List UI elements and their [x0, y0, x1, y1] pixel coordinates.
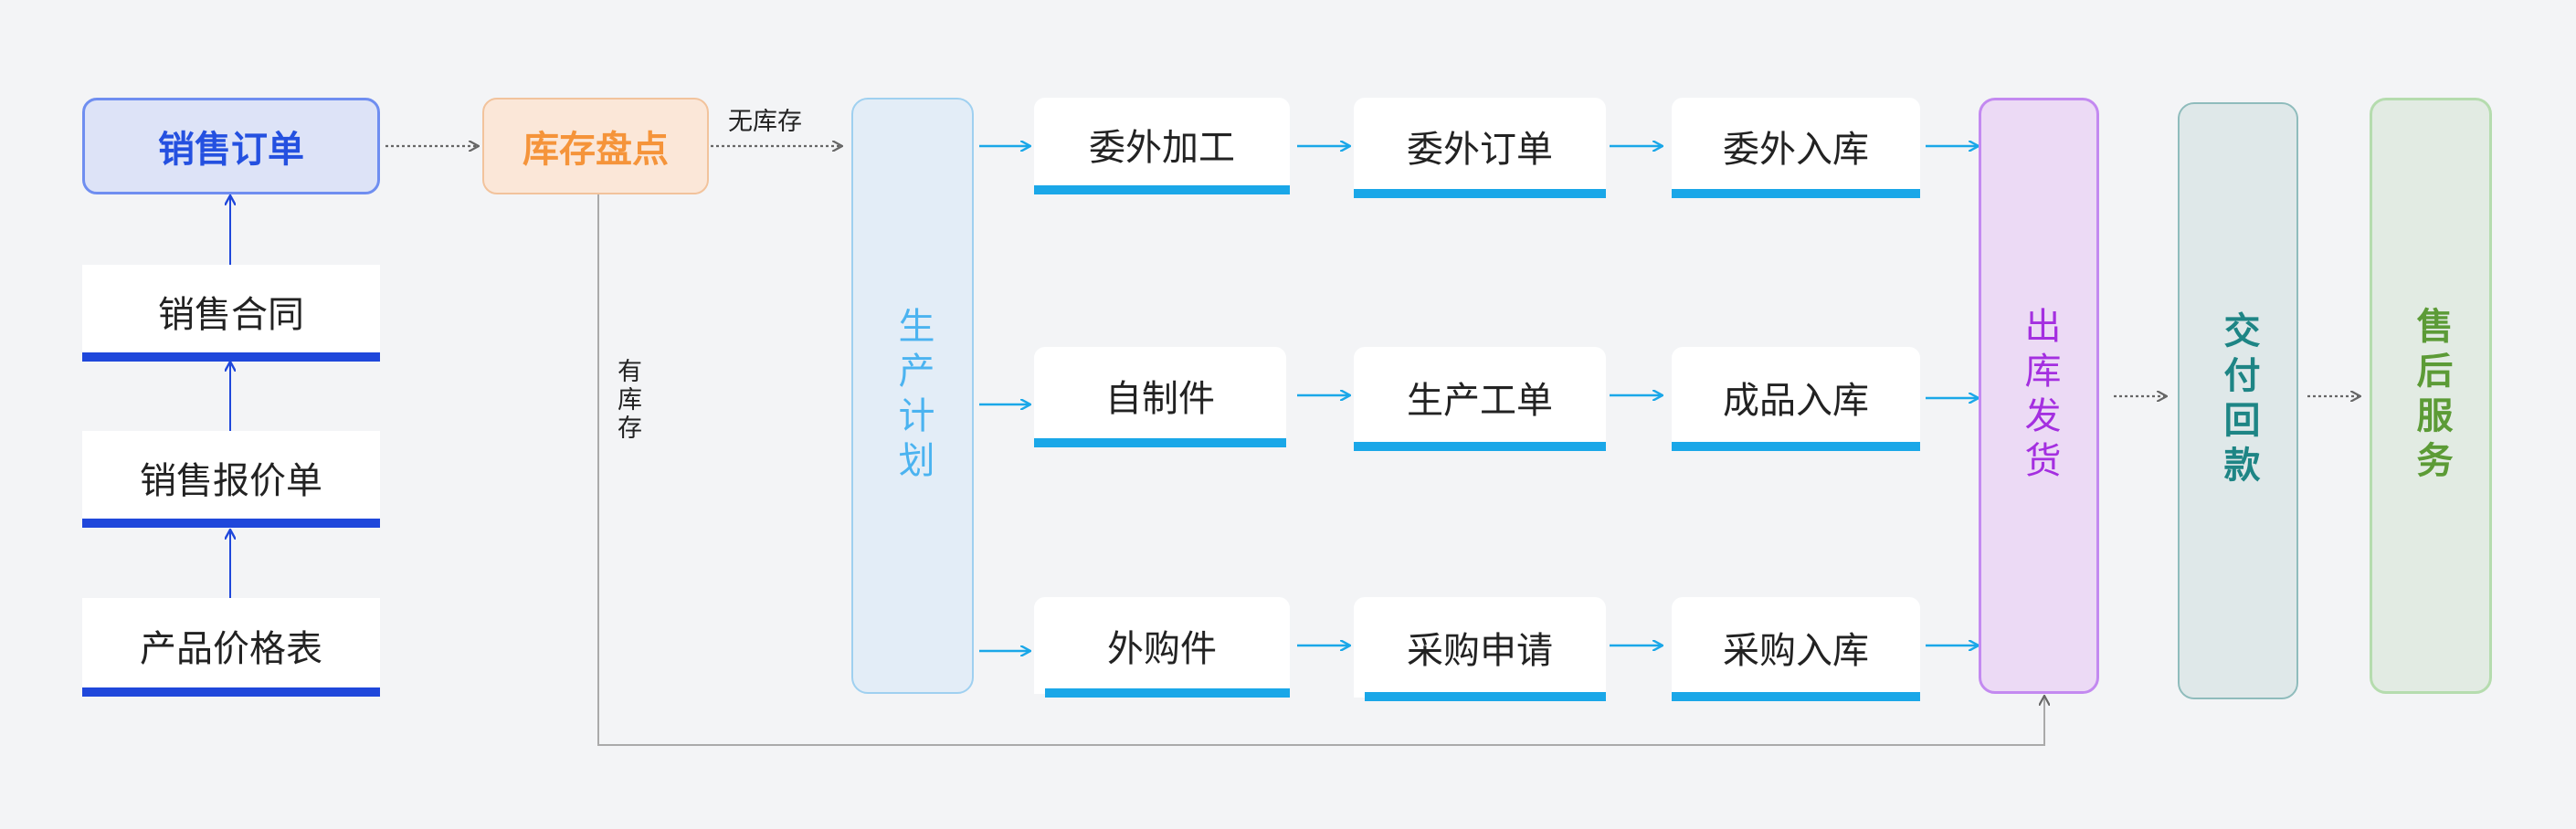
purchase-inbound-label: 采购入库 — [1723, 630, 1869, 672]
product-inbound-underline — [1672, 442, 1920, 451]
self-made-part-underline — [1034, 438, 1286, 447]
outbound-shipping-label: 出库发货 — [2017, 307, 2062, 486]
no-stock-label: 无库存 — [728, 108, 802, 136]
sales-contract-label: 销售合同 — [158, 294, 304, 336]
sales-order-label: 销售订单 — [158, 129, 304, 171]
after-sales-label: 售后服务 — [2409, 307, 2454, 486]
outsource-inbound-node: 委外入库 — [1672, 98, 1920, 198]
product-inbound-label: 成品入库 — [1723, 380, 1869, 422]
purchase-inbound-node: 采购入库 — [1672, 597, 1920, 701]
has-stock-label: 有库存 — [610, 358, 643, 443]
purchased-part-label: 外购件 — [1107, 628, 1217, 670]
purchase-request-node: 采购申请 — [1354, 597, 1606, 701]
outsource-order-underline — [1354, 189, 1606, 198]
price-list-label: 产品价格表 — [140, 628, 322, 670]
outsource-processing-node: 委外加工 — [1034, 98, 1290, 194]
arrow-inventory-to-ship — [597, 194, 2044, 746]
after-sales-text: 售后服务 — [2410, 306, 2453, 486]
sales-quotation-node: 销售报价单 — [82, 431, 380, 528]
outbound-shipping-text: 出库发货 — [2018, 306, 2061, 486]
self-made-part-label: 自制件 — [1105, 378, 1215, 420]
sales-contract-node: 销售合同 — [82, 265, 380, 362]
outsource-inbound-label: 委外入库 — [1723, 129, 1869, 171]
price-list-node: 产品价格表 — [82, 598, 380, 697]
has-stock-text: 有库存 — [613, 358, 641, 443]
after-sales-node: 售后服务 — [2370, 98, 2492, 694]
purchased-part-node: 外购件 — [1034, 597, 1290, 698]
outsource-order-node: 委外订单 — [1354, 98, 1606, 198]
outbound-shipping-node: 出库发货 — [1979, 98, 2099, 694]
outsource-processing-label: 委外加工 — [1089, 127, 1235, 169]
sales-quotation-label: 销售报价单 — [140, 460, 322, 502]
production-plan-label: 生产计划 — [891, 307, 935, 486]
inventory-check-label: 库存盘点 — [523, 129, 669, 171]
purchase-inbound-underline — [1672, 692, 1920, 701]
production-plan-text: 生产计划 — [892, 306, 934, 486]
price-list-underline — [82, 687, 380, 697]
inventory-check-node: 库存盘点 — [482, 98, 709, 194]
purchase-request-underline — [1365, 692, 1606, 701]
product-inbound-node: 成品入库 — [1672, 347, 1920, 451]
outsource-processing-underline — [1034, 185, 1290, 194]
sales-contract-underline — [82, 352, 380, 362]
sales-order-node: 销售订单 — [82, 98, 380, 194]
sales-quotation-underline — [82, 519, 380, 528]
outsource-inbound-underline — [1672, 189, 1920, 198]
purchase-request-label: 采购申请 — [1407, 630, 1553, 672]
work-order-node: 生产工单 — [1354, 347, 1606, 451]
purchased-part-underline — [1045, 688, 1290, 698]
outsource-order-label: 委外订单 — [1407, 129, 1553, 171]
work-order-underline — [1354, 442, 1606, 451]
delivery-payment-node: 交付回款 — [2178, 102, 2298, 699]
self-made-part-node: 自制件 — [1034, 347, 1286, 447]
work-order-label: 生产工单 — [1407, 380, 1553, 422]
production-plan-node: 生产计划 — [851, 98, 974, 694]
delivery-payment-label: 交付回款 — [2216, 311, 2261, 490]
delivery-payment-text: 交付回款 — [2217, 311, 2260, 490]
